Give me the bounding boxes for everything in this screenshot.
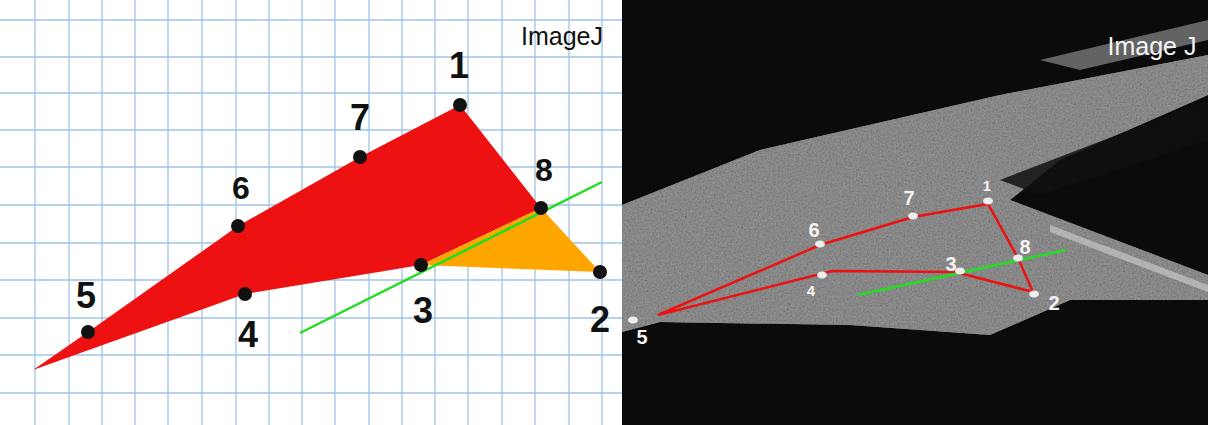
tool-name: ImageJ bbox=[521, 24, 603, 49]
red-region bbox=[33, 105, 541, 370]
tissue bbox=[622, 55, 1208, 335]
tool-name: Image J bbox=[1108, 34, 1197, 59]
callout-number: 2 bbox=[1048, 293, 1059, 313]
point-dots bbox=[81, 98, 607, 339]
point-dots bbox=[628, 198, 1039, 324]
iris-band bbox=[1050, 225, 1208, 292]
callout-number: 3 bbox=[413, 293, 433, 329]
callout-number: 1 bbox=[983, 178, 991, 193]
callout-number: 4 bbox=[807, 283, 815, 298]
grid-paper bbox=[0, 0, 622, 425]
callout-number: 6 bbox=[232, 172, 250, 204]
callout-number: 5 bbox=[636, 327, 647, 347]
callout-number: 2 bbox=[590, 302, 610, 338]
callout-number: 6 bbox=[808, 220, 819, 240]
callout-number: 5 bbox=[76, 278, 96, 314]
callout-number: 1 bbox=[449, 48, 469, 84]
callout-number: 8 bbox=[535, 154, 553, 186]
chamber-wedge bbox=[1000, 100, 1208, 195]
callout-number: 7 bbox=[350, 100, 370, 136]
callout-number: 4 bbox=[238, 317, 258, 353]
grid-lines bbox=[0, 0, 622, 425]
orange-triangle bbox=[421, 208, 600, 272]
green-line bbox=[300, 182, 602, 333]
ultrasound-ground bbox=[622, 0, 1208, 425]
callout-number: 7 bbox=[903, 188, 914, 208]
callout-number: 8 bbox=[1019, 237, 1030, 257]
red-outline bbox=[658, 204, 1033, 315]
cornea-band bbox=[1040, 20, 1208, 70]
callout-number: 3 bbox=[945, 254, 956, 274]
green-line bbox=[858, 250, 1066, 295]
